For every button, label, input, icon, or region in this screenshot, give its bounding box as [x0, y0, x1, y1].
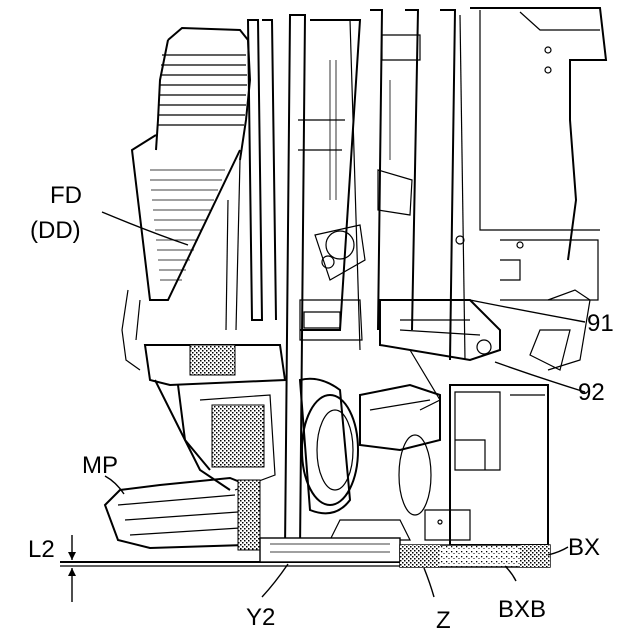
central-pillar — [285, 15, 365, 550]
linkage-mechanism — [380, 300, 570, 410]
label-dd: (DD) — [30, 217, 81, 244]
floor-base — [60, 538, 550, 567]
label-91: 91 — [587, 310, 614, 337]
label-bx: BX — [568, 534, 600, 561]
right-rails — [370, 10, 465, 360]
lower-duct — [145, 345, 285, 490]
label-92: 92 — [578, 379, 605, 406]
label-fd: FD — [50, 182, 82, 209]
label-z: Z — [436, 607, 451, 634]
label-bxb: BXB — [498, 596, 546, 623]
label-mp: MP — [82, 452, 118, 479]
fan-motor — [300, 379, 440, 540]
filter-duct-housing — [122, 28, 250, 370]
upper-right-housing — [456, 8, 606, 300]
label-y2: Y2 — [246, 604, 275, 631]
label-l2: L2 — [28, 536, 55, 563]
left-frame — [226, 20, 276, 330]
dimension-l2 — [68, 535, 76, 602]
